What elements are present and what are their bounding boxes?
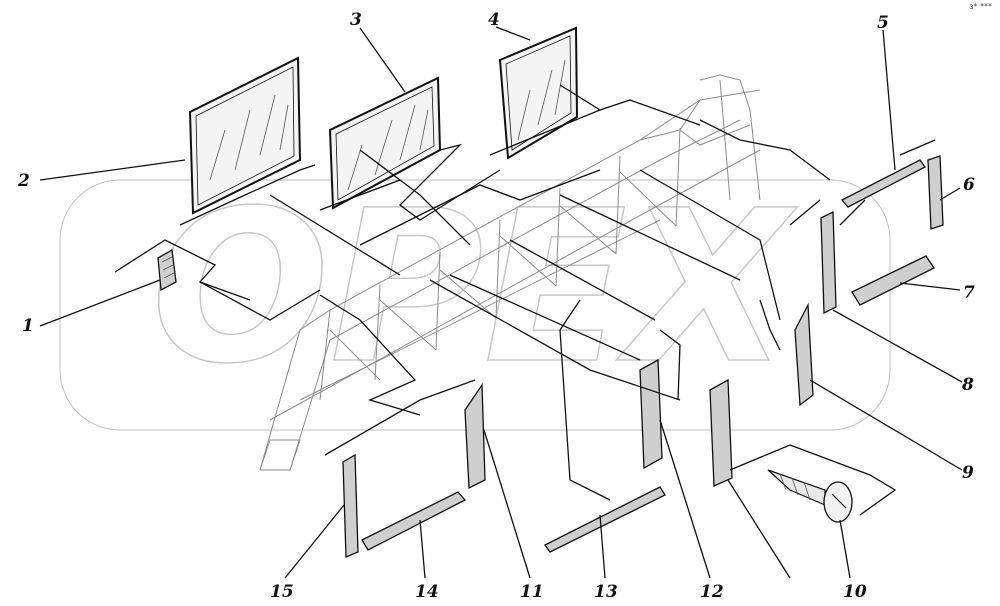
part-5-strip — [840, 159, 926, 208]
label-leaders — [39, 26, 963, 579]
part-8-profile — [820, 210, 837, 315]
part-12-profile — [639, 358, 663, 470]
label-4: 4 — [488, 10, 500, 30]
part-7-profile — [851, 255, 935, 306]
part-labels: 1 2 3 4 5 6 7 8 9 10 11 12 13 14 15 — [17, 10, 975, 602]
watermark-logo: OPEX — [59, 164, 891, 431]
label-11: 11 — [520, 582, 544, 602]
corner-mark: з* *** — [969, 2, 992, 11]
label-7: 7 — [963, 283, 975, 303]
part-1-block — [157, 248, 177, 292]
part-13-strip — [544, 486, 666, 553]
screw-10 — [767, 469, 853, 523]
bus-frame — [259, 74, 761, 471]
part-6-profile — [927, 155, 944, 230]
label-13: 13 — [594, 582, 618, 602]
assembly-lines — [114, 84, 936, 516]
label-12: 12 — [700, 582, 724, 602]
label-5: 5 — [877, 13, 889, 33]
label-8: 8 — [961, 375, 974, 395]
label-6: 6 — [963, 175, 975, 195]
part-11-profile — [464, 382, 486, 490]
part-center-profile — [709, 378, 733, 487]
label-15: 15 — [270, 582, 294, 602]
glass-panel-4 — [498, 26, 579, 160]
part-15-profile — [342, 453, 359, 558]
label-3: 3 — [350, 10, 362, 30]
glass-panel-2 — [188, 56, 302, 215]
label-9: 9 — [962, 463, 974, 483]
label-2: 2 — [17, 171, 30, 191]
watermark-text: OPEX — [151, 165, 798, 410]
label-14: 14 — [415, 582, 439, 602]
part-14-profile — [361, 491, 467, 551]
label-10: 10 — [843, 582, 867, 602]
part-9-profile — [794, 302, 814, 407]
label-1: 1 — [22, 316, 34, 336]
